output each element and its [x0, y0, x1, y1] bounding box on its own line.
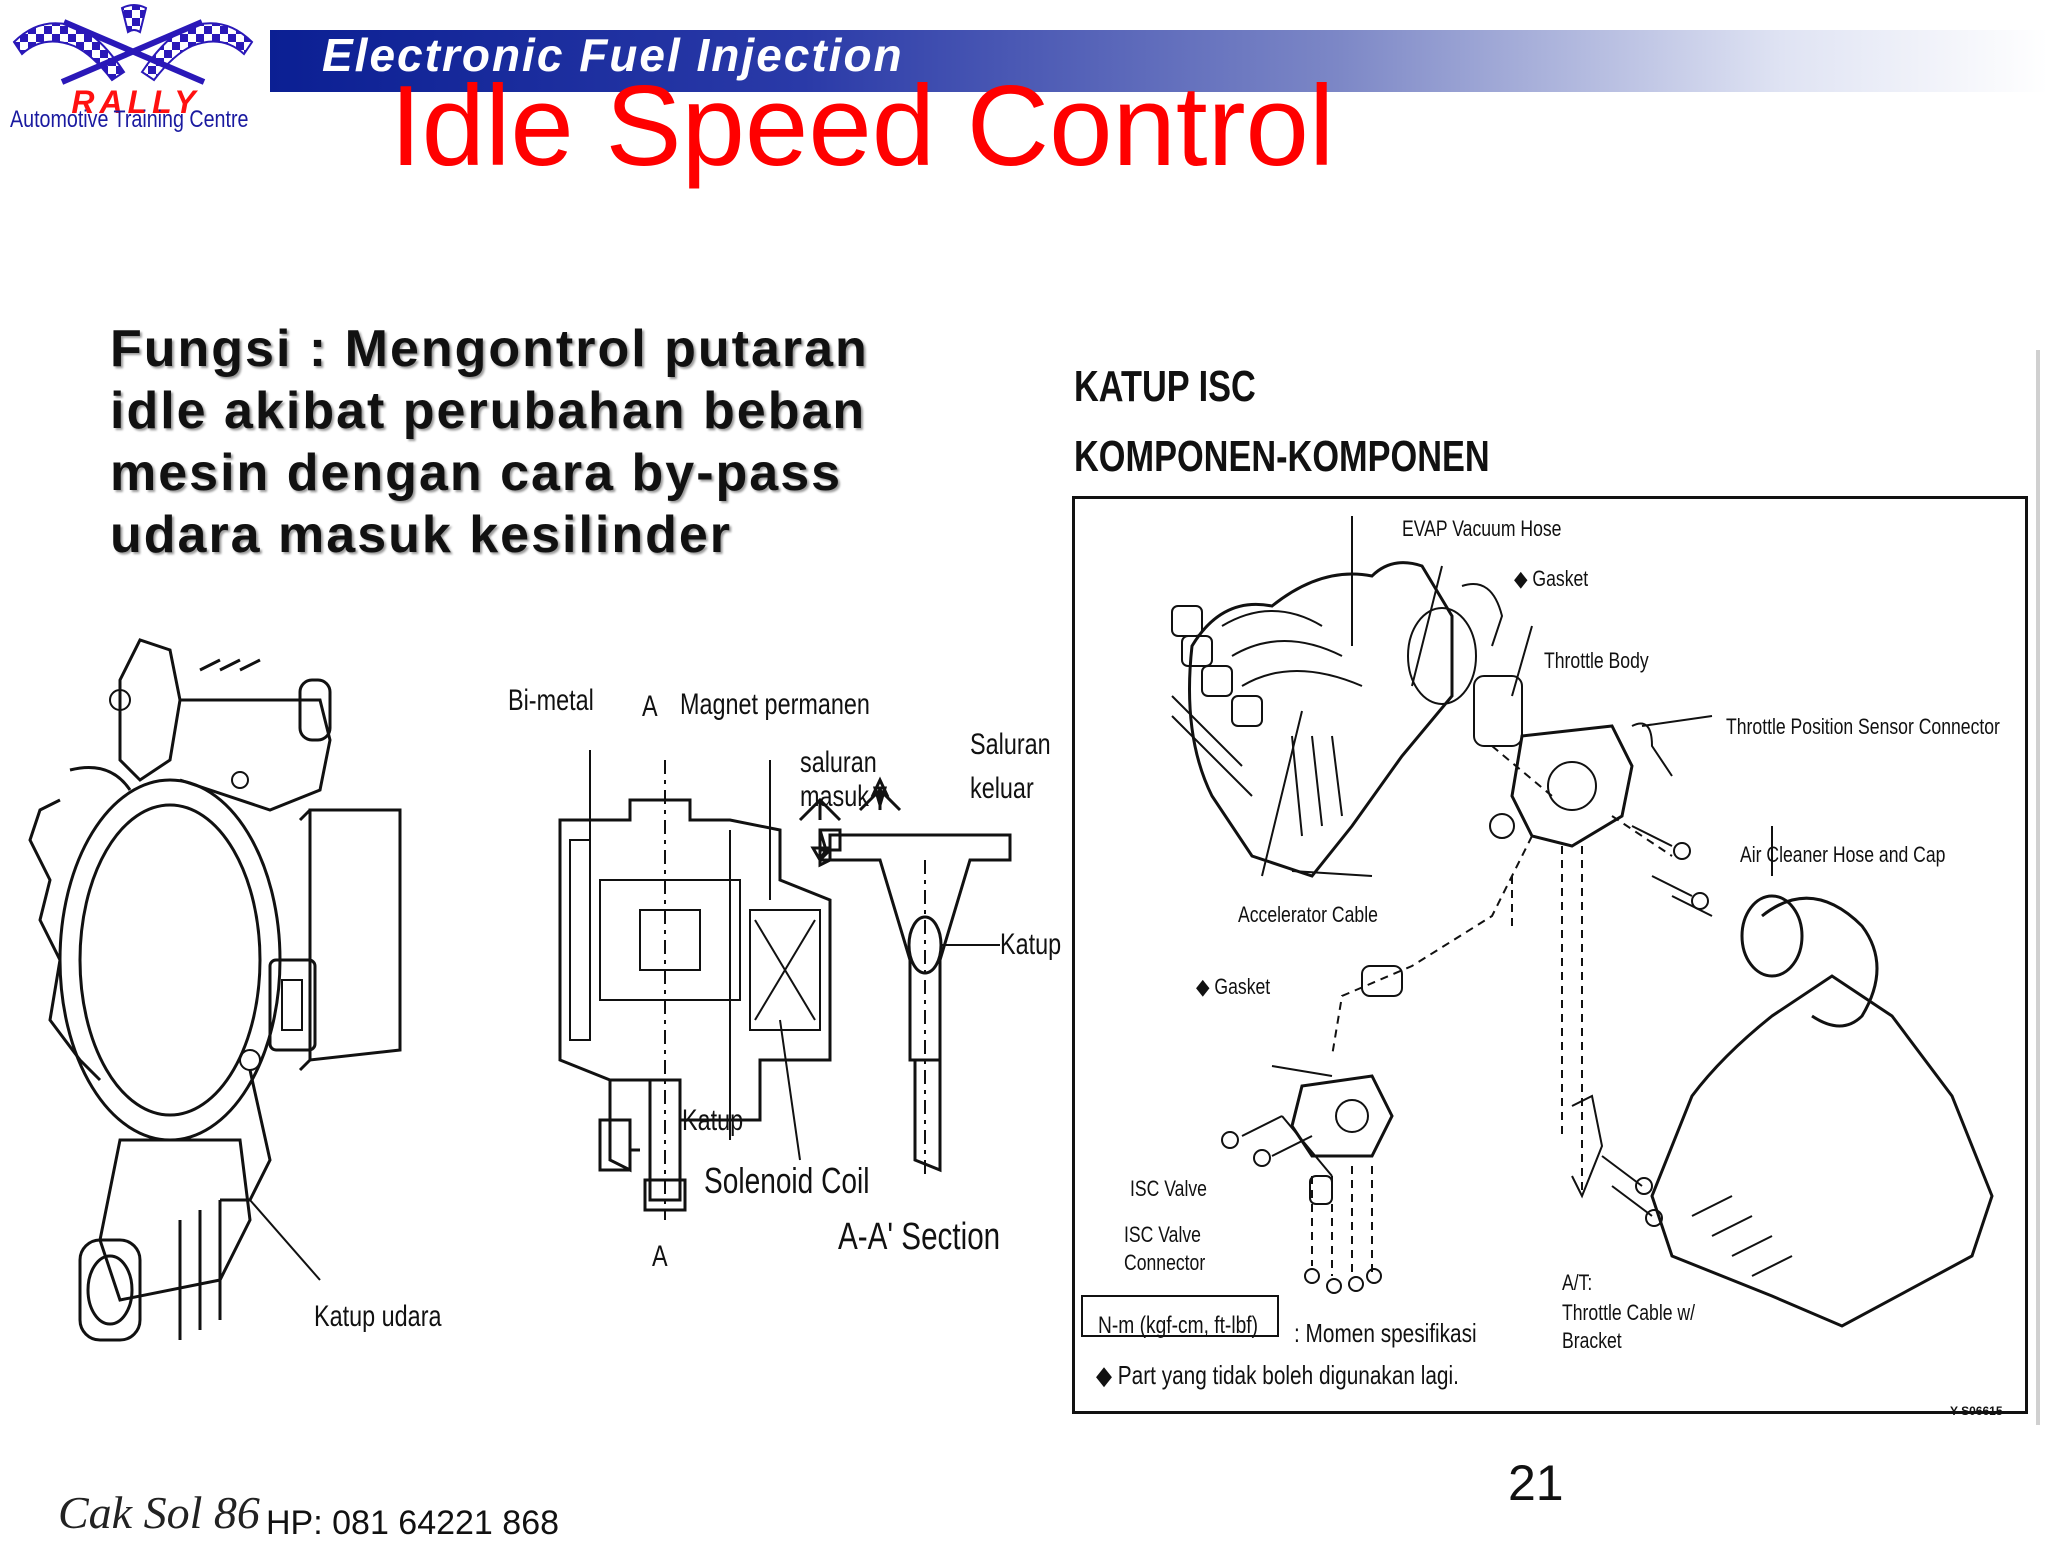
function-line: Fungsi : Mengontrol putaran	[110, 320, 869, 378]
header-banner	[270, 30, 2048, 92]
label-at-1: A/T:	[1562, 1270, 1593, 1295]
label-a-bottom: A	[652, 1240, 668, 1273]
function-line: idle akibat perubahan beban	[110, 382, 867, 440]
label-at-2: Throttle Cable w/	[1562, 1300, 1696, 1325]
logo-brand: RALLY	[71, 84, 201, 120]
panel-heading-katup-isc: KATUP ISC	[1074, 362, 1256, 411]
function-line: mesin dengan cara by-pass	[110, 444, 843, 502]
throttle-body-illustration	[28, 638, 402, 1342]
author-phone: HP: 081 64221 868	[266, 1504, 560, 1542]
rally-logo	[12, 4, 254, 85]
label-accelerator-cable: Accelerator Cable	[1238, 902, 1378, 927]
label-throttle-body: Throttle Body	[1544, 648, 1649, 673]
label-katup-udara: Katup udara	[314, 1300, 442, 1333]
function-description: Fungsi : Mengontrol putaran idle akibat …	[110, 318, 910, 566]
label-saluran-masuk-2: masuk	[800, 780, 869, 813]
torque-description: : Momen spesifikasi	[1294, 1318, 1477, 1348]
logo-subtitle: Automotive Training Centre	[10, 106, 249, 133]
label-a-top: A	[642, 690, 658, 723]
label-isc-valve: ISC Valve	[1130, 1176, 1207, 1201]
label-gasket-top: ◆ Gasket	[1514, 566, 1589, 591]
label-air-cleaner: Air Cleaner Hose and Cap	[1740, 842, 1946, 867]
function-line: udara masuk kesilinder	[110, 506, 733, 564]
isc-valve-section-drawing	[558, 750, 1012, 1220]
label-evap-vacuum-hose: EVAP Vacuum Hose	[1402, 516, 1562, 541]
label-solenoid-coil: Solenoid Coil	[704, 1160, 870, 1201]
label-isc-connector-1: ISC Valve	[1124, 1222, 1201, 1247]
torque-unit-box: N-m (kgf-cm, ft-lbf)	[1098, 1312, 1258, 1339]
banner-text: Electronic Fuel Injection	[322, 29, 904, 81]
legend-non-reusable-part: ◆ Part yang tidak boleh digunakan lagi.	[1096, 1360, 1459, 1390]
label-saluran-keluar-1: Saluran	[970, 728, 1051, 761]
label-katup-right: Katup	[1000, 928, 1062, 961]
label-isc-connector-2: Connector	[1124, 1250, 1206, 1275]
label-magnet-permanen: Magnet permanen	[680, 688, 870, 721]
isc-components-diagram	[1072, 496, 2028, 1414]
label-saluran-masuk-1: saluran	[800, 746, 877, 779]
panel-heading-komponen: KOMPONEN-KOMPONEN	[1074, 432, 1490, 481]
label-aa-section: A-A' Section	[838, 1216, 1001, 1258]
isc-exploded-view-drawing	[1081, 516, 1994, 1337]
page-number: 21	[1508, 1455, 1564, 1511]
label-bimetal: Bi-metal	[508, 684, 594, 717]
author-signature: Cak Sol 86	[58, 1487, 260, 1538]
label-tps-connector: Throttle Position Sensor Connector	[1726, 714, 2000, 739]
label-saluran-keluar-2: keluar	[970, 772, 1034, 805]
label-katup-bottom: Katup	[682, 1104, 744, 1137]
isc-components-panel	[1056, 350, 2040, 1425]
label-at-3: Bracket	[1562, 1328, 1622, 1353]
slide-title: Idle Speed Control	[390, 63, 1335, 190]
label-gasket-mid: ◆ Gasket	[1196, 974, 1271, 999]
figure-code: Y S06615	[1950, 1404, 2003, 1418]
